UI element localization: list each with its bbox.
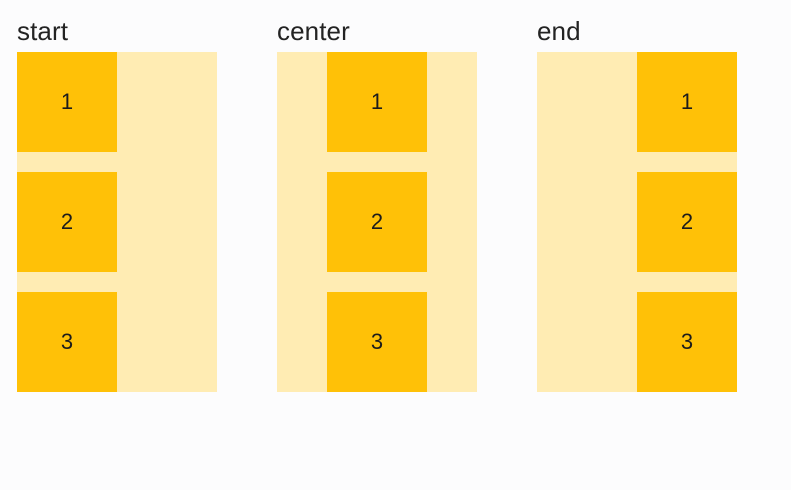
flex-item: 1 <box>17 52 117 152</box>
flex-item: 2 <box>327 172 427 272</box>
demo-column-center: center 1 2 3 <box>277 0 477 392</box>
column-label-start: start <box>17 16 69 46</box>
flex-item: 2 <box>17 172 117 272</box>
column-label-center: center <box>277 16 350 46</box>
flex-container-end: 1 2 3 <box>537 52 737 392</box>
demo-column-end: end 1 2 3 <box>537 0 737 392</box>
flex-item: 3 <box>17 292 117 392</box>
flex-item: 3 <box>327 292 427 392</box>
demo-column-start: start 1 2 3 <box>17 0 217 392</box>
flex-container-start: 1 2 3 <box>17 52 217 392</box>
flex-item: 2 <box>637 172 737 272</box>
flex-item: 1 <box>327 52 427 152</box>
flex-container-center: 1 2 3 <box>277 52 477 392</box>
flex-item: 1 <box>637 52 737 152</box>
column-label-end: end <box>537 16 581 46</box>
flex-item: 3 <box>637 292 737 392</box>
